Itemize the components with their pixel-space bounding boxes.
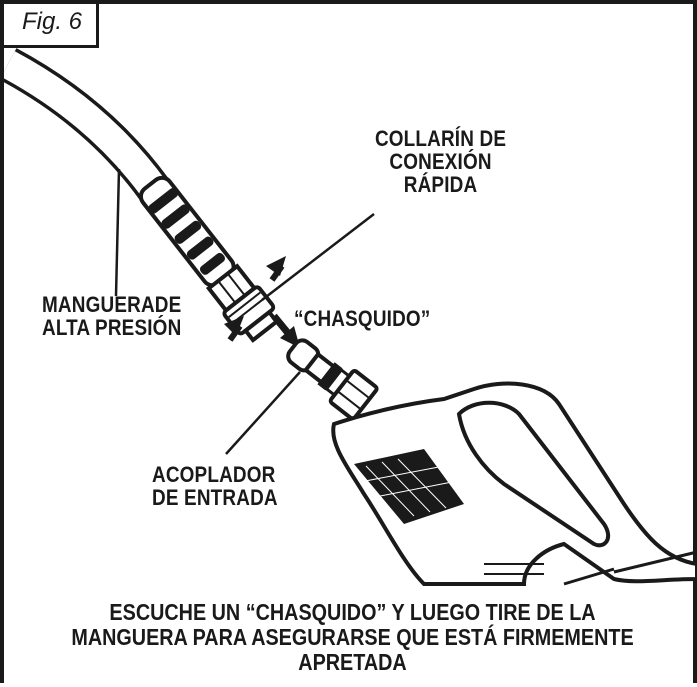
callout-click-text: “CHASQUIDO” <box>294 306 431 331</box>
callout-collar-line-2: CONEXIÓN <box>389 149 492 174</box>
callout-coupler-line-2: DE ENTRADA <box>152 485 278 510</box>
callout-hose-line-2: ALTA PRESIÓN <box>42 315 182 340</box>
callout-collar-line-3: RÁPIDA <box>403 172 478 197</box>
instruction-line-2: MANGUERA PARA ASEGURARSE QUE ESTÁ FIRMEM… <box>71 624 634 650</box>
inlet-coupler <box>286 338 379 421</box>
callout-click: “CHASQUIDO” <box>294 307 430 330</box>
instruction-line-1: ESCUCHE UN “CHASQUIDO” Y LUEGO TIRE DE L… <box>109 599 596 625</box>
callout-hose-line-1: MANGUERADE <box>42 292 182 317</box>
leader-lines <box>114 168 375 455</box>
callout-coupler-line-1: ACOPLADOR <box>152 462 276 487</box>
callout-quick-connect-collar: COLLARÍN DE CONEXIÓN RÁPIDA <box>364 127 517 196</box>
callout-high-pressure-hose: MANGUERADE ALTA PRESIÓN <box>42 293 181 339</box>
spray-gun <box>331 381 697 586</box>
figure-label: Fig. 6 <box>4 4 99 48</box>
callout-inlet-coupler: ACOPLADOR DE ENTRADA <box>152 463 278 509</box>
callout-collar-line-1: COLLARÍN DE <box>374 126 507 151</box>
instruction-text: ESCUCHE UN “CHASQUIDO” Y LUEGO TIRE DE L… <box>8 600 697 675</box>
instruction-line-3: APRETADA <box>298 649 407 675</box>
hose-coupling-illustration <box>4 48 697 586</box>
figure-label-text: Fig. 6 <box>22 8 83 35</box>
high-pressure-hose <box>4 48 169 200</box>
collar-arrows <box>224 256 286 342</box>
